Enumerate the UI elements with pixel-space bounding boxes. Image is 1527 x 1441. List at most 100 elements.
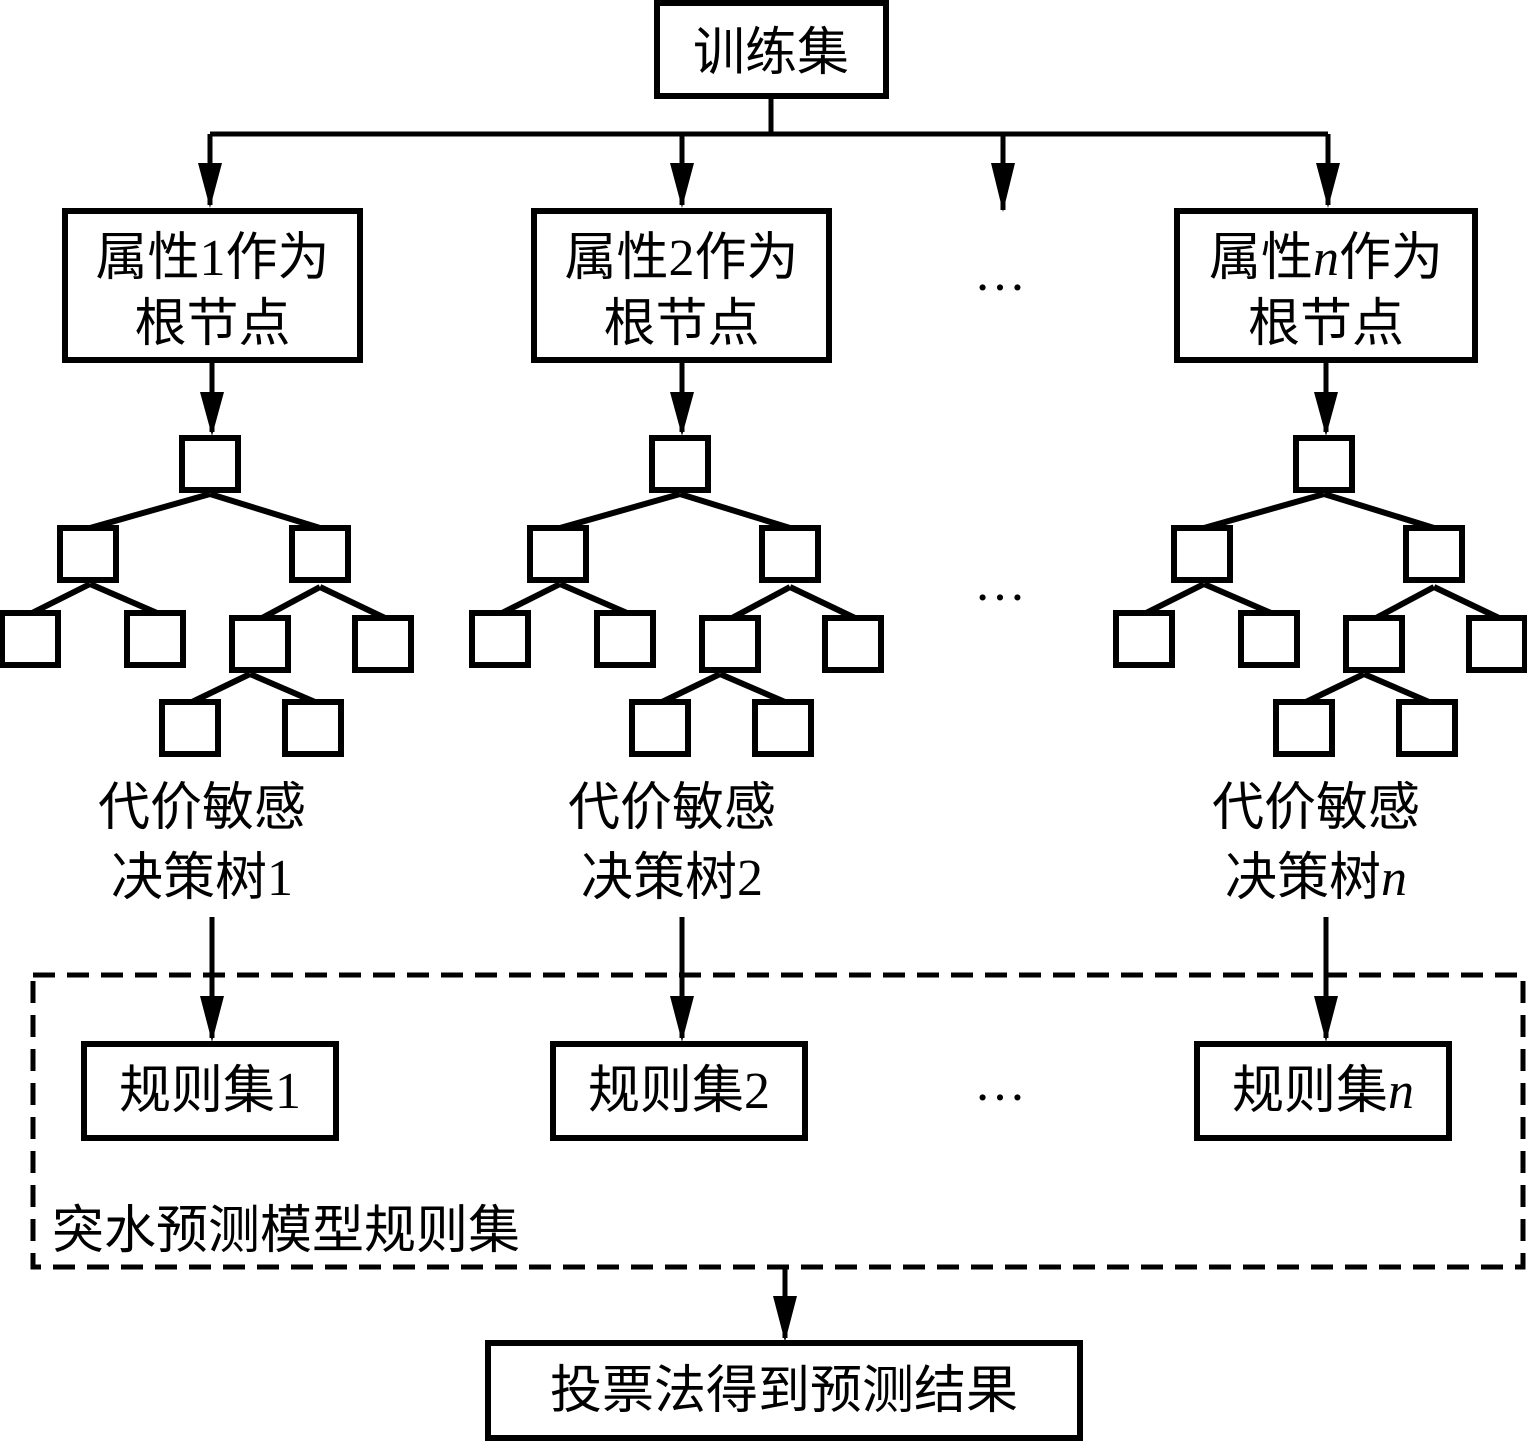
ellipsis-tree: … — [974, 555, 1026, 612]
tree-label-line2-part: 决策树 — [1225, 850, 1381, 907]
tree-label-line1-part: 代价敏感 — [1212, 780, 1420, 837]
arrowhead-icon — [1316, 163, 1340, 208]
tree-edge — [1144, 581, 1206, 616]
root-node-label-line1-part: 作为 — [695, 230, 799, 287]
tree-node — [1113, 610, 1175, 668]
rule-set-box — [550, 1041, 808, 1141]
ellipsis-rules: … — [974, 1055, 1026, 1112]
arrowhead-icon — [670, 163, 694, 208]
result-connector — [773, 1267, 797, 1342]
tree-edge — [559, 491, 681, 531]
root-node-label-line1-part: n — [1313, 230, 1339, 287]
tree-node — [629, 699, 691, 757]
root-node-label-line2-part: 根节点 — [603, 296, 759, 353]
tree-label-line2-part: 决策树 — [581, 850, 737, 907]
tree-edge — [1304, 671, 1366, 705]
root-node-box — [531, 208, 832, 363]
arrowhead-icon — [200, 392, 224, 436]
root-node-label-line1-part: 属性 — [95, 230, 199, 287]
arrowhead-icon — [670, 996, 694, 1042]
tree-node — [1171, 525, 1233, 583]
training-set-box: 训练集 — [654, 0, 889, 99]
tree-node — [124, 610, 186, 668]
rule-set-label-part: 规则集 — [588, 1063, 744, 1120]
tree-node — [1293, 435, 1355, 493]
root-node-label-line1: 属性2作为 — [564, 230, 798, 287]
tree-label-line1: 代价敏感 — [98, 780, 306, 837]
rule-set-label-part: 规则集 — [1232, 1063, 1388, 1120]
tree-node — [352, 615, 414, 673]
tree-label-line2: 决策树2 — [581, 850, 763, 907]
tree-edge — [558, 581, 629, 616]
tree-edge — [1432, 584, 1501, 621]
tree-node — [159, 699, 221, 757]
root-node-label-line1-part: 作为 — [226, 230, 330, 287]
rule-set-label-part: 规则集 — [119, 1063, 275, 1120]
root-node-label-line1: 属性1作为 — [95, 230, 329, 287]
tree-node — [282, 699, 344, 757]
distribution-arrows — [198, 134, 1340, 212]
tree-edge — [1203, 491, 1325, 531]
tree-label-line2: 决策树n — [1225, 850, 1407, 907]
root-node-label-line2: 根节点 — [134, 296, 290, 353]
root-node-label-line2: 根节点 — [603, 296, 759, 353]
distribution-connector — [210, 96, 1328, 137]
root-node-box — [62, 208, 363, 363]
rule-set-label-part: 1 — [275, 1063, 301, 1120]
tree-edge — [260, 584, 322, 621]
tree-edge — [30, 581, 92, 616]
arrowhead-icon — [991, 163, 1015, 212]
root-node-label-line1-part: 2 — [669, 230, 695, 287]
root-node-label-line1-part: 作为 — [1339, 230, 1443, 287]
tree-edge — [1202, 581, 1273, 616]
tree-edge — [679, 491, 791, 531]
tree-edge — [718, 671, 787, 705]
rule-set-box — [81, 1041, 339, 1141]
tree-label-line2-part: 决策树 — [111, 850, 267, 907]
tree-node — [289, 525, 351, 583]
tree-node — [469, 610, 531, 668]
arrowhead-icon — [1314, 392, 1338, 436]
tree-node — [649, 435, 711, 493]
tree-edge — [788, 584, 857, 621]
tree-edge — [318, 584, 387, 621]
root-node-label-line2: 根节点 — [1248, 296, 1404, 353]
tree-edge — [660, 671, 722, 705]
columns: 属性1作为根节点代价敏感决策树1规则集1属性2作为根节点代价敏感决策树2规则集2… — [0, 208, 1527, 1141]
tree-label-line1: 代价敏感 — [568, 780, 776, 837]
rule-set-label: 规则集n — [1232, 1063, 1414, 1120]
training-set-label: 训练集 — [693, 25, 849, 82]
tree-node — [1403, 525, 1465, 583]
arrowhead-icon — [670, 392, 694, 436]
root-node-label-line2-part: 根节点 — [134, 296, 290, 353]
root-node-label-line2-part: 根节点 — [1248, 296, 1404, 353]
root-node-label-line1: 属性n作为 — [1209, 230, 1443, 287]
rule-set-label: 规则集2 — [588, 1063, 770, 1120]
root-node-label-line1-part: 1 — [200, 230, 226, 287]
tree-node — [822, 615, 884, 673]
tree-edge — [730, 584, 792, 621]
tree-label-line2-part: n — [1381, 850, 1407, 907]
arrowhead-icon — [200, 996, 224, 1042]
tree-node — [1466, 615, 1527, 673]
tree-edge — [1374, 584, 1436, 621]
tree-edge — [248, 671, 317, 705]
tree-node — [1396, 699, 1458, 757]
rule-set-label-part: 2 — [744, 1063, 770, 1120]
root-node-label-line1-part: 属性 — [1209, 230, 1313, 287]
tree-edge — [1323, 491, 1435, 531]
rule-group-container: 突水预测模型规则集 — [30, 972, 1526, 1270]
tree-node — [57, 525, 119, 583]
arrowhead-icon — [773, 1296, 797, 1342]
tree-node — [229, 615, 291, 673]
tree-node — [594, 610, 656, 668]
tree-label-line1: 代价敏感 — [1212, 780, 1420, 837]
tree-label-line2: 决策树1 — [111, 850, 293, 907]
tree-node — [1273, 699, 1335, 757]
tree-edge — [500, 581, 562, 616]
arrowhead-icon — [1314, 996, 1338, 1042]
